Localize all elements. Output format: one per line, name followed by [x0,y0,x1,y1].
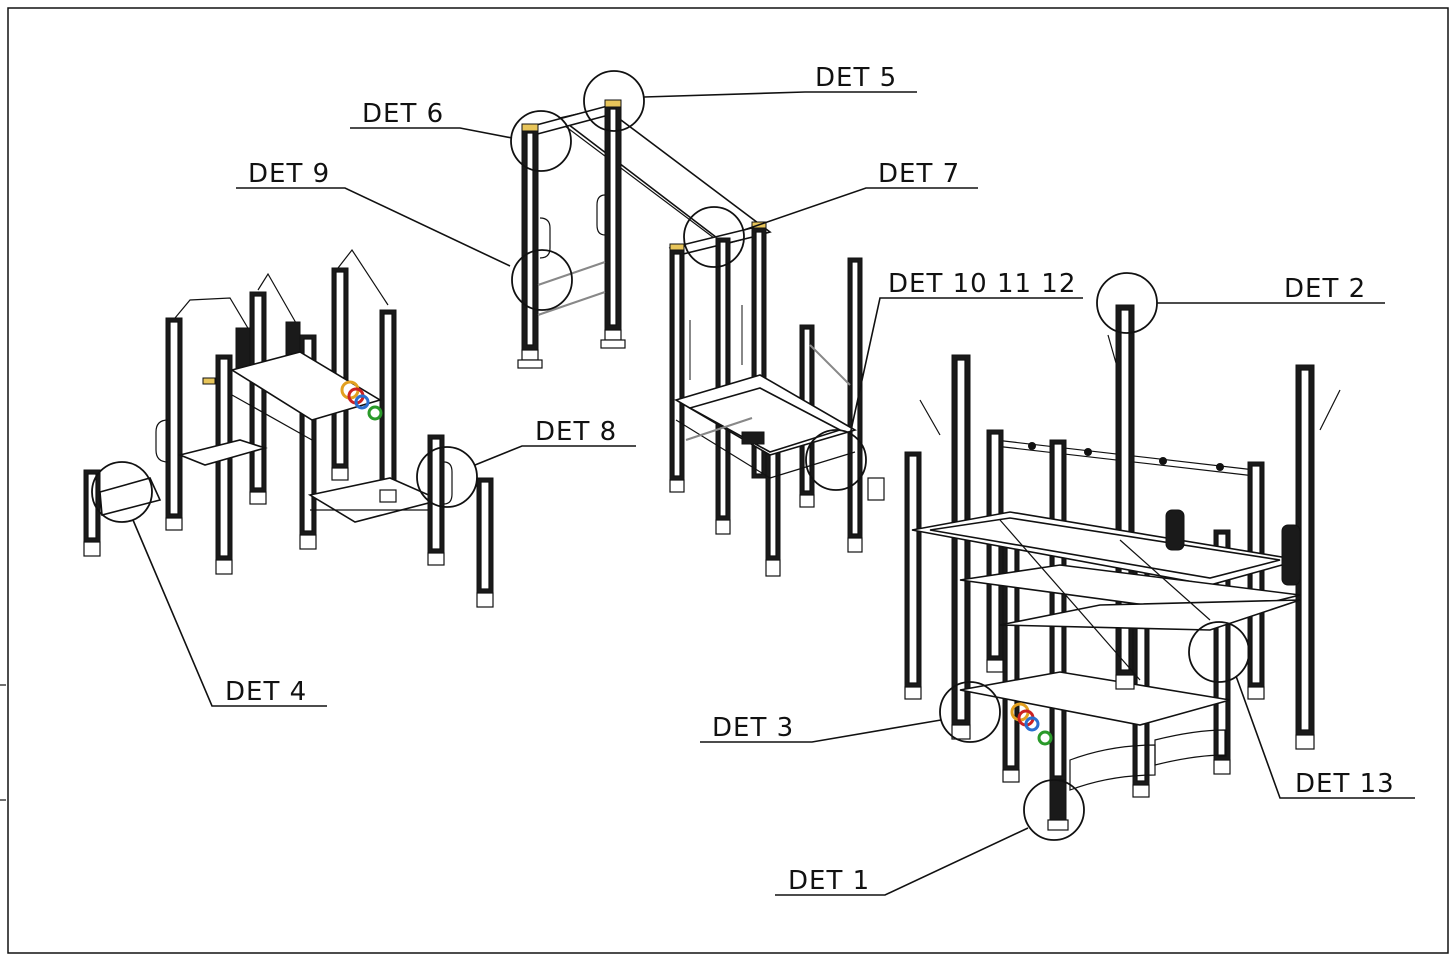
det7-label: DET 7 [878,159,960,189]
det6-label: DET 6 [362,99,444,129]
det1-circle [1023,779,1085,841]
det10-label: DET 10 11 12 [888,269,1076,299]
det10-circle [805,429,867,491]
det5-label: DET 5 [815,63,897,93]
det4-label: DET 4 [225,677,307,707]
det6-circle [510,110,572,172]
right-structure [904,304,1341,831]
det7-circle [683,206,745,268]
det13-label: DET 13 [1295,769,1395,799]
det3-circle [939,681,1001,743]
det13-circle [1188,621,1250,683]
det9-circle [511,249,573,311]
det9-label: DET 9 [248,159,330,189]
det5-circle [583,70,645,132]
left-structure [83,248,494,608]
det4-circle [91,461,153,523]
det8-circle [416,446,478,508]
det2-label: DET 2 [1284,274,1366,304]
det3-label: DET 3 [712,713,794,743]
drawing-border [7,7,1449,954]
center-structure [668,221,885,577]
top-gate-structure [517,99,772,369]
det1-label: DET 1 [788,866,870,896]
det8-label: DET 8 [535,417,617,447]
callouts: DET 5 DET 6 DET 9 DET 7 DET 10 11 12 DET… [91,63,1415,896]
